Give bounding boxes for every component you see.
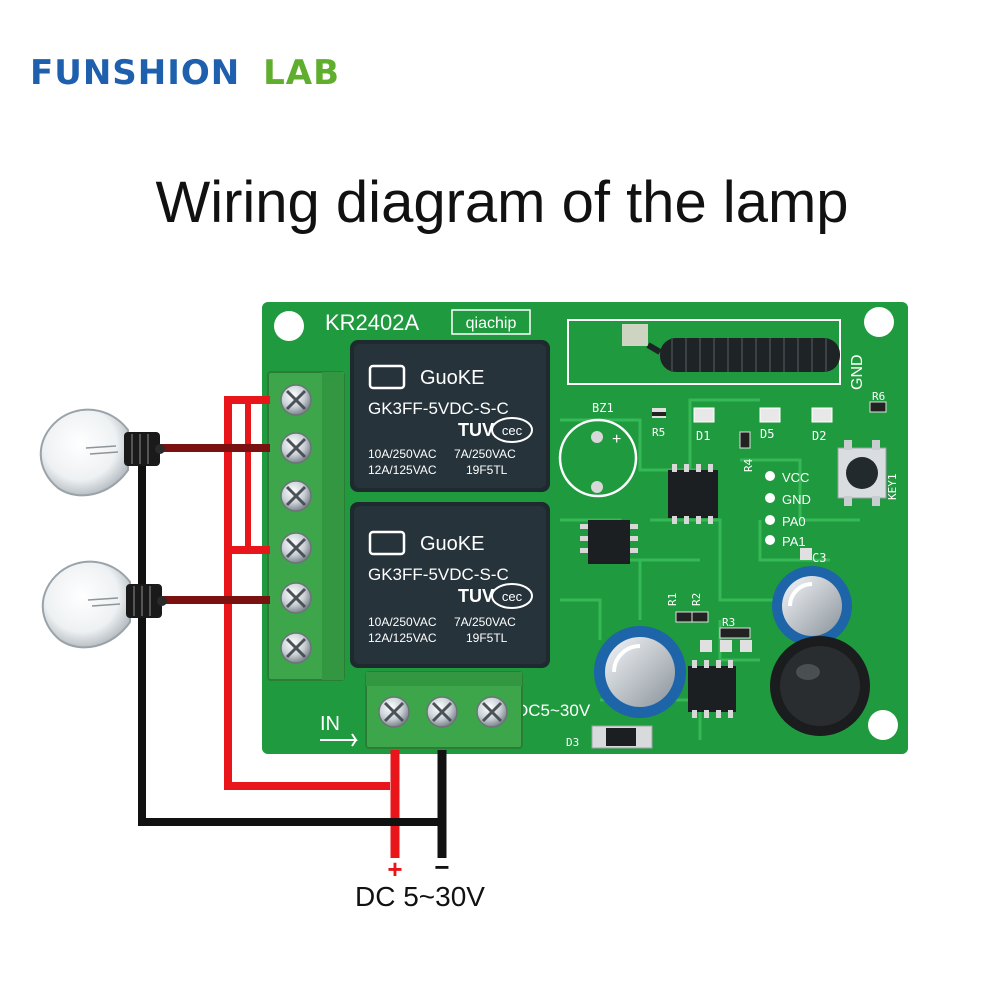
relay-2-model: GK3FF-5VDC-S-C (368, 565, 509, 584)
input-arrow-icon (320, 733, 358, 747)
label-r5: R5 (652, 426, 665, 439)
relay-2-cert-badge: cec (502, 589, 523, 604)
antenna-outline (567, 319, 841, 385)
push-button-icon (837, 440, 887, 506)
brand-logo: FUNSHION LAB (30, 53, 340, 93)
relay-1-model: GK3FF-5VDC-S-C (368, 399, 509, 418)
mounting-hole (868, 710, 898, 740)
brand-name-part1: FUNSHION (30, 53, 240, 93)
pin-header (765, 471, 775, 545)
label-d3: D3 (566, 736, 579, 749)
relay-logo-icon (368, 364, 406, 390)
relay-logo-icon (368, 530, 406, 556)
buzzer-outline (558, 418, 638, 498)
screw-terminal-icon[interactable] (280, 480, 312, 512)
relay-1-brand: GuoKE (420, 367, 484, 389)
label-d2: D2 (812, 429, 826, 443)
ic-chip (688, 660, 736, 718)
screw-terminal-icon[interactable] (280, 532, 312, 564)
label-r3: R3 (722, 616, 735, 629)
relay-1: GuoKE GK3FF-5VDC-S-C TUV cec 10A/250VAC … (350, 340, 550, 492)
label-r1: R1 (666, 593, 679, 606)
supply-voltage-label: DC 5~30V (355, 881, 485, 912)
relay-2-rating-2b: 19F5TL (466, 631, 508, 645)
antenna-pad (622, 324, 648, 346)
screw-terminal-icon[interactable] (476, 696, 508, 728)
label-c3: C3 (812, 551, 826, 565)
capacitor-icon (594, 626, 686, 718)
screw-terminal-icon[interactable] (280, 432, 312, 464)
lamp-bulb-icon (41, 560, 167, 649)
pin-label-gnd: GND (782, 492, 811, 507)
inductor-icon (770, 636, 870, 736)
antenna-gnd-label: GND (849, 354, 866, 390)
antenna-coil-icon (646, 338, 840, 372)
screw-terminal-icon[interactable] (280, 582, 312, 614)
relay-1-rating-1b: 7A/250VAC (454, 447, 516, 461)
relay-2-cert: TUV (458, 586, 494, 606)
output-terminal-block (267, 371, 345, 681)
board-voltage-label: DC5~30V (516, 701, 591, 720)
lamp-2 (41, 560, 167, 649)
relay-1-cert-badge-outline (491, 417, 533, 443)
input-terminal-block (365, 671, 523, 749)
relay-2-cert-badge-outline (491, 583, 533, 609)
mounting-hole (274, 311, 304, 341)
buzzer-pin (591, 431, 603, 443)
ic-chip (668, 464, 718, 524)
ic-chip (580, 520, 638, 564)
relay-1-rating-1a: 10A/250VAC (368, 447, 437, 461)
label-d5: D5 (760, 427, 774, 441)
screw-terminal-icon[interactable] (426, 696, 458, 728)
relay-2-brand: GuoKE (420, 533, 484, 555)
board-maker-label: qiachip (466, 315, 517, 332)
buzzer-plus-label: + (612, 431, 621, 448)
screw-terminal-icon[interactable] (280, 384, 312, 416)
screw-terminal-icon[interactable] (378, 696, 410, 728)
label-bz1: BZ1 (592, 401, 614, 415)
relay-1-cert: TUV (458, 420, 494, 440)
input-label: IN (320, 713, 340, 735)
label-key1: KEY1 (886, 474, 899, 501)
relay-1-cert-badge: cec (502, 423, 523, 438)
buzzer-pin (591, 481, 603, 493)
relay-2-rating-1b: 7A/250VAC (454, 615, 516, 629)
supply-plus-label: + (387, 854, 402, 884)
wiring (138, 396, 447, 858)
relay-2-rating-2a: 12A/125VAC (368, 631, 437, 645)
lamp-bulb-icon (39, 408, 165, 497)
relay-2-rating-1a: 10A/250VAC (368, 615, 437, 629)
label-d1: D1 (696, 429, 710, 443)
screw-terminal-icon[interactable] (280, 632, 312, 664)
relay-1-rating-2a: 12A/125VAC (368, 463, 437, 477)
maker-label-box (451, 309, 531, 335)
smd-components (652, 401, 887, 652)
relay-2: GuoKE GK3FF-5VDC-S-C TUV cec 10A/250VAC … (350, 502, 550, 668)
pin-label-vcc: VCC (782, 470, 809, 485)
capacitor-icon (772, 566, 852, 646)
board-model-label: KR2402A (325, 310, 420, 335)
label-r2: R2 (690, 593, 703, 606)
page-title: Wiring diagram of the lamp (155, 170, 848, 235)
label-r6: R6 (872, 390, 885, 403)
diode-core (606, 728, 636, 746)
label-r4: R4 (742, 458, 755, 472)
pin-label-pa1: PA1 (782, 534, 806, 549)
lamp-1 (39, 408, 165, 497)
supply-minus-label: − (434, 852, 449, 882)
brand-name-part2: LAB (263, 53, 340, 93)
pin-label-pa0: PA0 (782, 514, 806, 529)
relay-1-rating-2b: 19F5TL (466, 463, 508, 477)
mounting-hole (864, 307, 894, 337)
